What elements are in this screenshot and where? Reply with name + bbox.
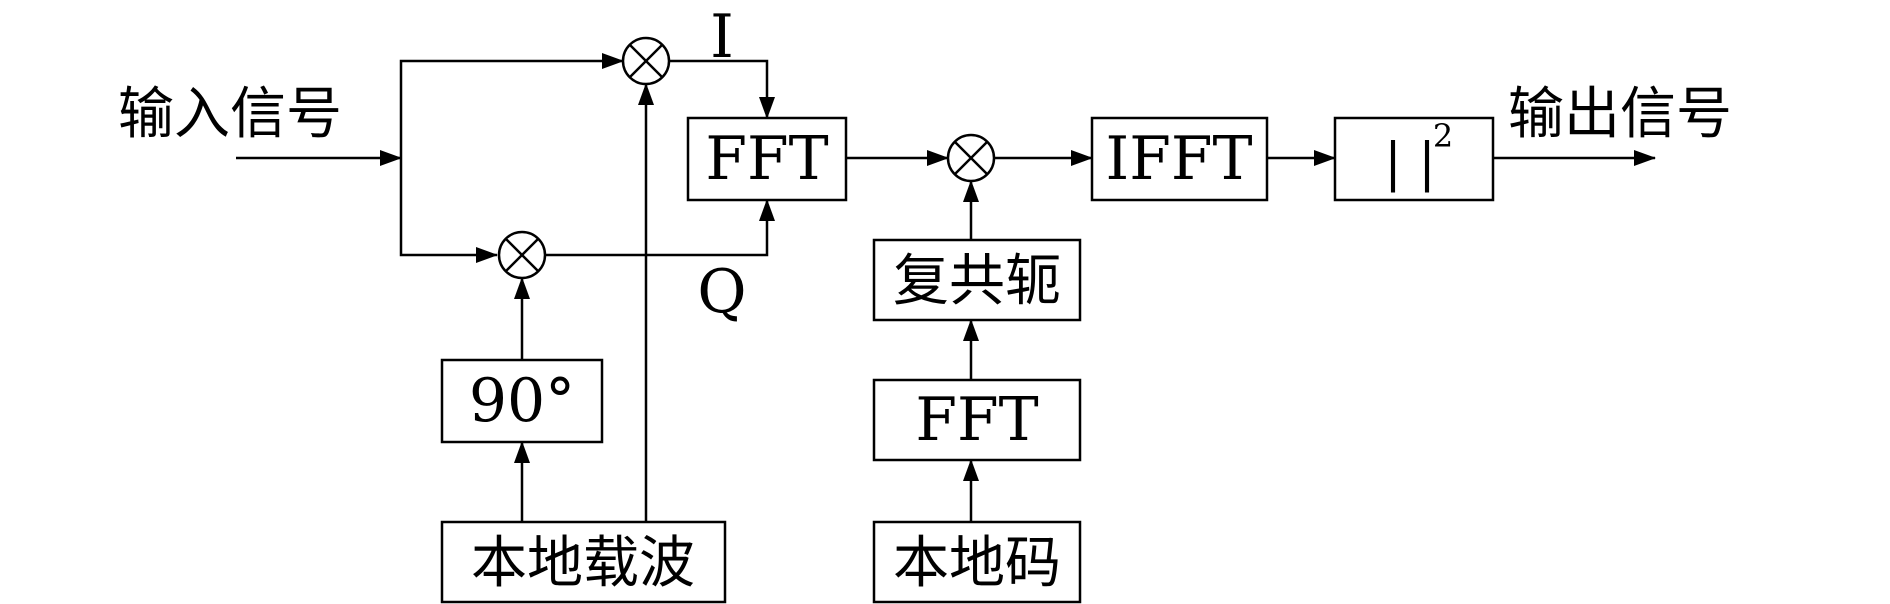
abs-squared-label: | | <box>1384 133 1436 193</box>
ifft-block-label: IFFT <box>1106 124 1253 194</box>
fft-code-block <box>872 378 1082 462</box>
local-code-label: 本地码 <box>893 531 1061 596</box>
i-to-fft-line <box>669 59 775 119</box>
local-code-block <box>872 520 1082 604</box>
phase-shift-block <box>440 358 604 444</box>
abs-squared-exponent: 2 <box>1433 117 1453 155</box>
local-carrier-block <box>440 520 727 604</box>
ifft-block <box>1090 116 1269 202</box>
conjugate-label: 复共轭 <box>893 249 1061 314</box>
multiplier-q <box>497 230 547 280</box>
q-to-fft-line <box>545 199 775 257</box>
split-upper-branch <box>399 53 624 158</box>
i-label: I <box>710 2 734 72</box>
multiplier-i <box>621 36 671 86</box>
fft-code-label: FFT <box>915 385 1038 455</box>
q-label: Q <box>697 257 746 327</box>
input-signal-label: 输入信号 <box>118 82 342 147</box>
multiplier-correlation <box>946 133 996 183</box>
output-signal-label: 输出信号 <box>1508 82 1732 147</box>
fft-block-label: FFT <box>705 124 828 194</box>
split-lower-branch <box>399 158 498 263</box>
conjugate-block <box>872 238 1082 322</box>
local-carrier-label: 本地载波 <box>471 531 695 596</box>
phase-shift-label: 90° <box>469 366 575 436</box>
